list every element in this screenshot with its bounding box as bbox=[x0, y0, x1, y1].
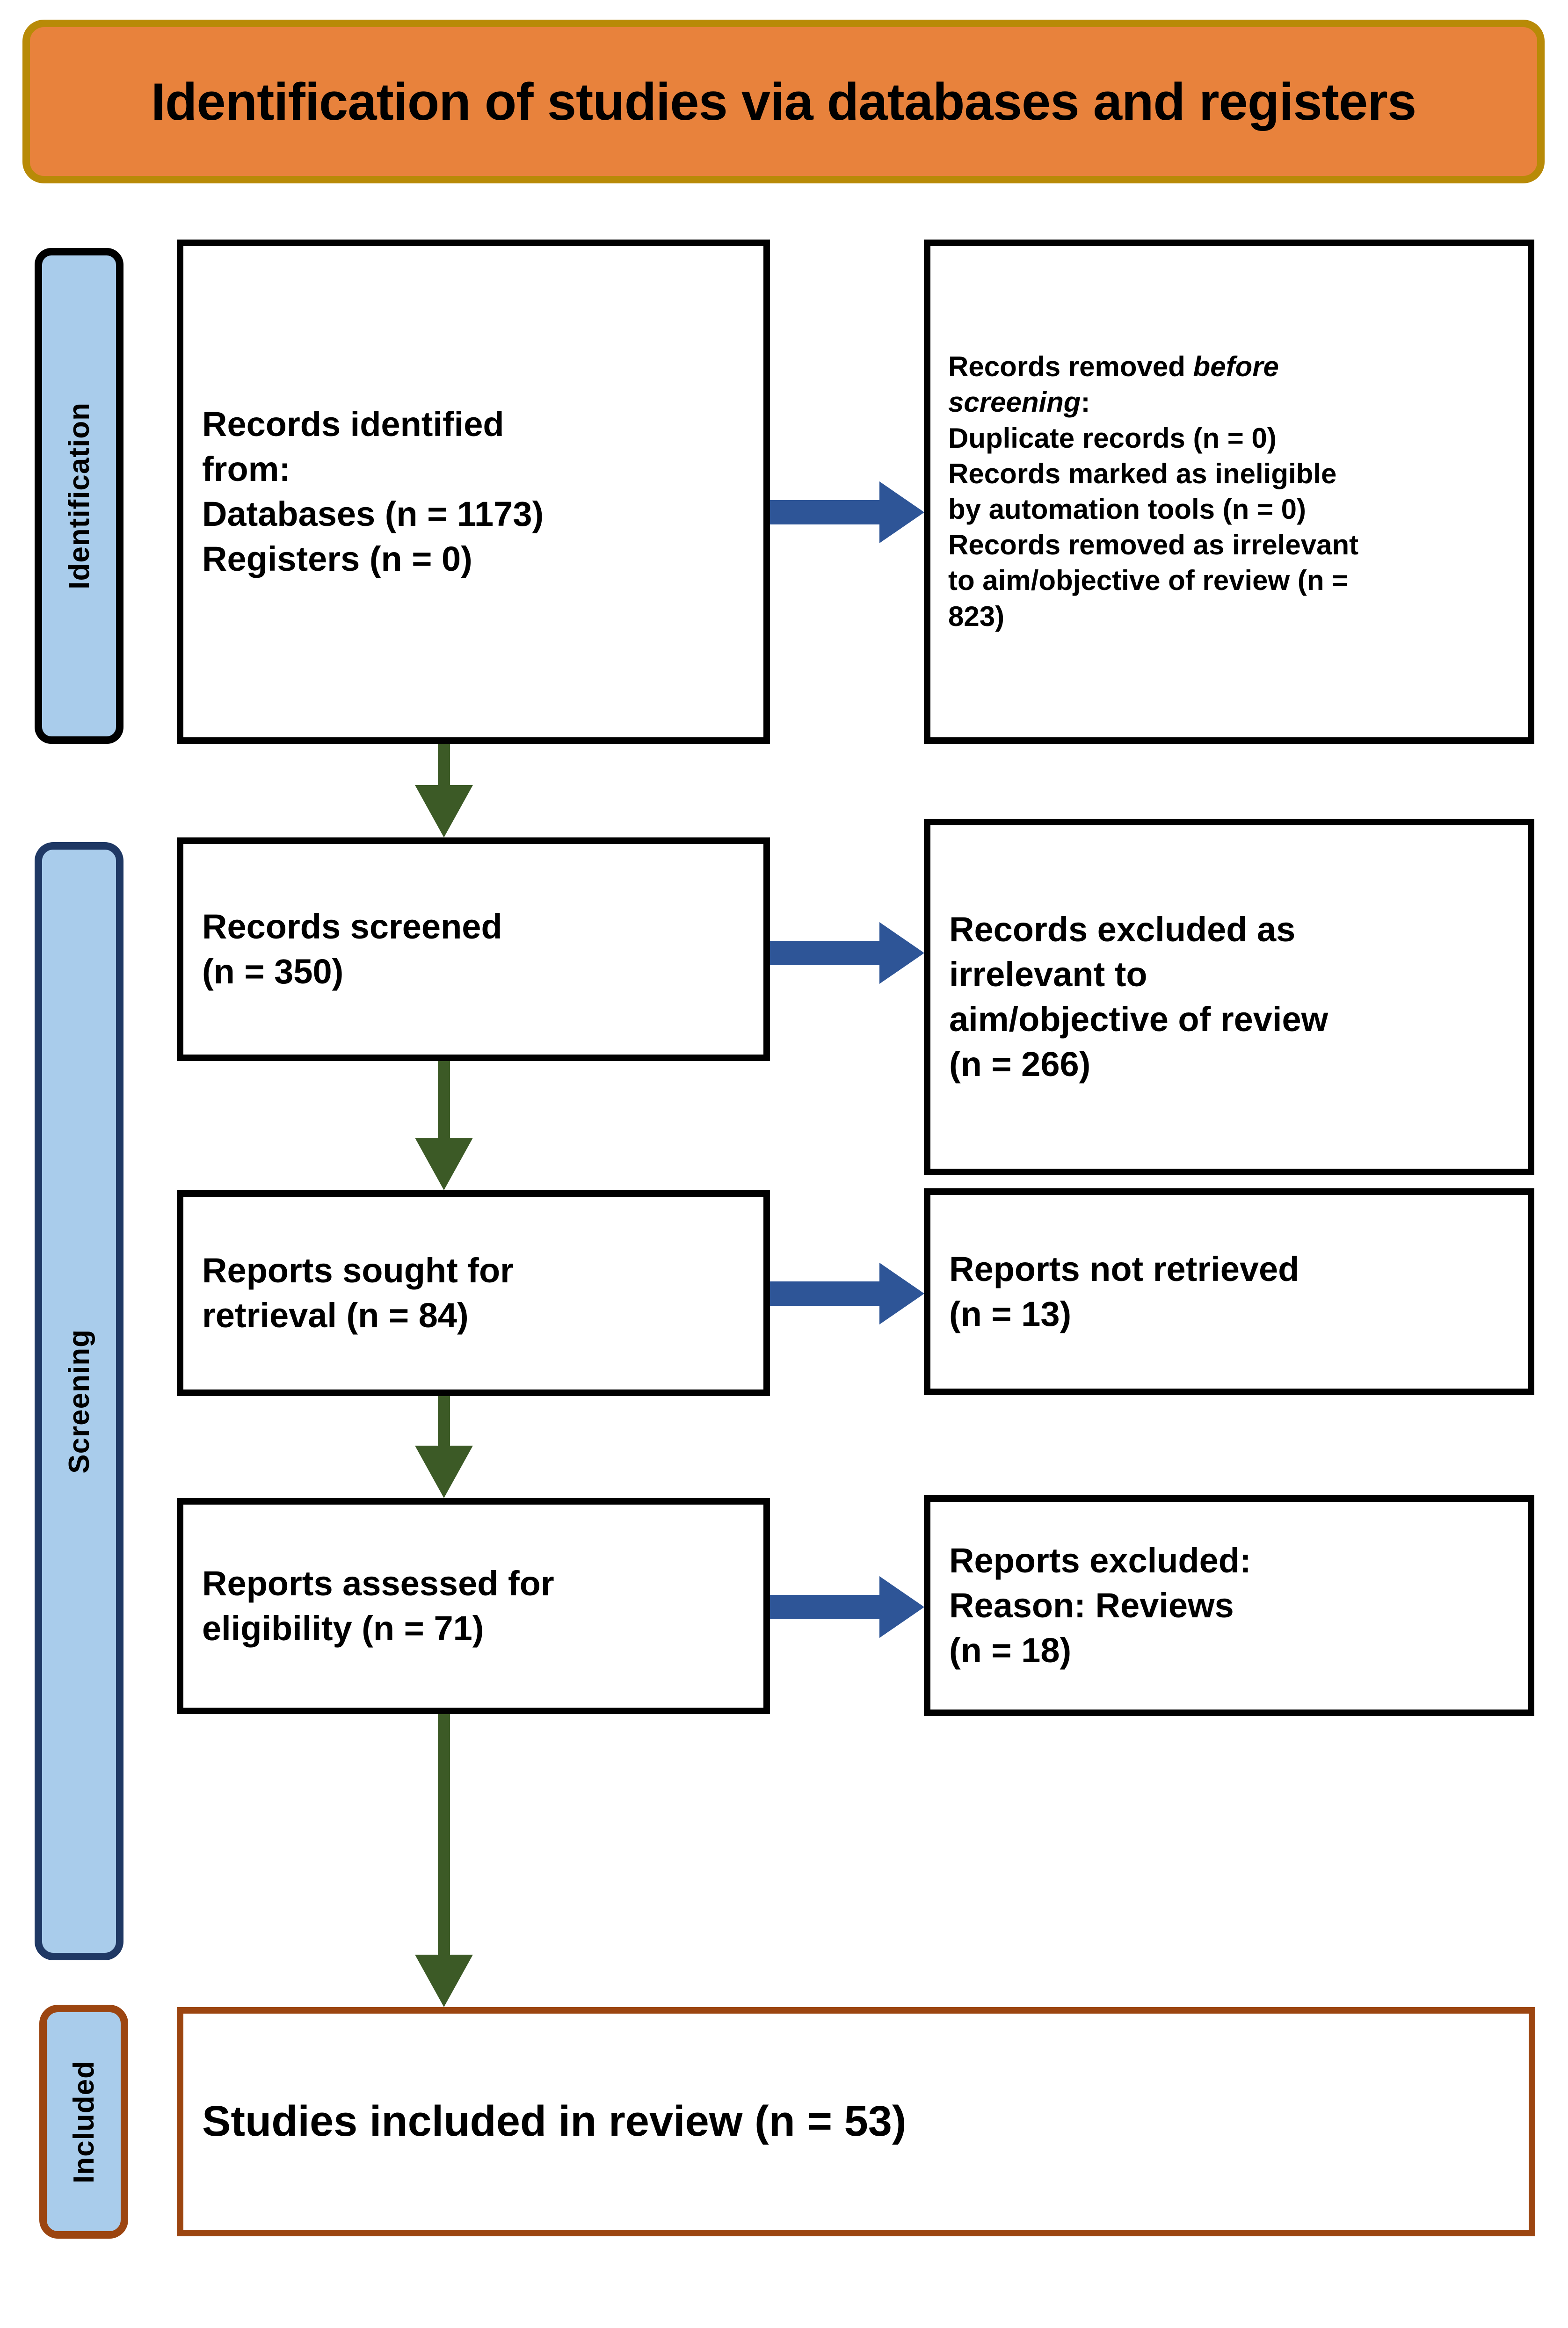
phase-label-screening: Screening bbox=[35, 842, 123, 1960]
box-records-excluded-irrelevant: Records excluded as irrelevant to aim/ob… bbox=[924, 819, 1534, 1175]
box-sought-line2: retrieval (n = 84) bbox=[202, 1296, 469, 1335]
arrow-stem bbox=[438, 1714, 450, 1955]
box-removed-line2: screening: bbox=[948, 385, 1510, 420]
box-excluded-irrel-line4: (n = 266) bbox=[949, 1045, 1091, 1084]
box-assessed-line1: Reports assessed for bbox=[202, 1564, 554, 1603]
arrow-identified-to-removed bbox=[770, 481, 924, 543]
arrow-head-icon bbox=[879, 481, 924, 543]
box-records-identified-line1: Records identified bbox=[202, 404, 504, 444]
arrow-assessed-to-reports-excluded bbox=[770, 1576, 924, 1638]
box-not-retrieved-line1: Reports not retrieved bbox=[949, 1249, 1299, 1288]
box-removed-line4: Records marked as ineligible bbox=[948, 458, 1337, 489]
arrow-head-icon bbox=[879, 922, 924, 984]
box-removed-line2-b: screening bbox=[948, 386, 1081, 418]
box-records-identified-line3: Databases (n = 1173) bbox=[202, 495, 544, 533]
arrow-stem bbox=[438, 1061, 450, 1138]
arrow-stem bbox=[770, 941, 879, 965]
arrow-stem bbox=[770, 1281, 879, 1306]
arrow-assessed-to-included bbox=[414, 1714, 474, 2007]
arrow-stem bbox=[438, 1396, 450, 1446]
box-included-line1: Studies included in review (n = 53) bbox=[202, 2097, 907, 2146]
arrow-screened-to-excluded bbox=[770, 922, 924, 984]
arrow-head-icon bbox=[879, 1576, 924, 1638]
box-not-retrieved-line2: (n = 13) bbox=[949, 1295, 1072, 1333]
arrow-screened-to-sought bbox=[414, 1061, 474, 1190]
arrow-head-icon bbox=[415, 1446, 473, 1498]
phase-label-identification-text: Identification bbox=[63, 402, 95, 589]
box-assessed-line2: eligibility (n = 71) bbox=[202, 1609, 484, 1648]
arrow-sought-to-not-retrieved bbox=[770, 1263, 924, 1324]
box-reports-excl-line2: Reason: Reviews bbox=[949, 1586, 1234, 1625]
arrow-identified-to-screened bbox=[414, 744, 474, 837]
box-excluded-irrel-line1: Records excluded as bbox=[949, 909, 1296, 949]
box-excluded-irrel-line2: irrelevant to bbox=[949, 954, 1147, 994]
box-records-removed-before-screening: Records removed before screening: Duplic… bbox=[924, 240, 1534, 744]
arrow-stem bbox=[770, 500, 879, 524]
arrow-head-icon bbox=[415, 1955, 473, 2007]
box-removed-line7: to aim/objective of review (n = bbox=[948, 565, 1349, 597]
box-removed-line6: Records removed as irrelevant bbox=[948, 529, 1359, 561]
arrow-stem bbox=[770, 1595, 879, 1619]
arrow-head-icon bbox=[415, 1138, 473, 1190]
box-removed-line1-b: before bbox=[1193, 351, 1279, 383]
arrow-stem bbox=[438, 744, 450, 785]
box-studies-included-in-review: Studies included in review (n = 53) bbox=[177, 2007, 1535, 2236]
box-reports-excl-line1: Reports excluded: bbox=[949, 1541, 1251, 1580]
box-records-screened: Records screened (n = 350) bbox=[177, 837, 770, 1061]
box-removed-line5: by automation tools (n = 0) bbox=[948, 494, 1307, 525]
box-reports-sought-for-retrieval: Reports sought for retrieval (n = 84) bbox=[177, 1190, 770, 1396]
box-sought-line1: Reports sought for bbox=[202, 1251, 514, 1290]
arrow-head-icon bbox=[879, 1263, 924, 1324]
phase-label-included-text: Included bbox=[67, 2060, 100, 2183]
arrow-sought-to-assessed bbox=[414, 1396, 474, 1498]
box-reports-excl-line3: (n = 18) bbox=[949, 1631, 1072, 1670]
page-title: Identification of studies via databases … bbox=[151, 72, 1416, 131]
box-removed-line1-a: Records removed bbox=[948, 351, 1193, 383]
box-removed-line8: 823) bbox=[948, 600, 1005, 632]
box-records-identified-line2: from: bbox=[202, 449, 291, 488]
box-excluded-irrel-line3: aim/objective of review bbox=[949, 1000, 1328, 1039]
box-records-identified: Records identified from: Databases (n = … bbox=[177, 240, 770, 744]
box-removed-line3: Duplicate records (n = 0) bbox=[948, 422, 1277, 454]
box-removed-line1: Records removed before bbox=[948, 349, 1510, 385]
phase-label-screening-text: Screening bbox=[63, 1329, 95, 1474]
box-reports-assessed-for-eligibility: Reports assessed for eligibility (n = 71… bbox=[177, 1498, 770, 1714]
phase-label-included: Included bbox=[39, 2005, 128, 2239]
box-records-screened-line2: (n = 350) bbox=[202, 952, 344, 991]
box-records-screened-line1: Records screened bbox=[202, 907, 502, 946]
box-reports-not-retrieved: Reports not retrieved (n = 13) bbox=[924, 1188, 1534, 1395]
phase-label-identification: Identification bbox=[35, 248, 123, 744]
box-records-identified-line4: Registers (n = 0) bbox=[202, 539, 472, 579]
diagram-header-banner: Identification of studies via databases … bbox=[22, 20, 1545, 183]
arrow-head-icon bbox=[415, 785, 473, 837]
box-removed-line2-c: : bbox=[1081, 386, 1090, 418]
box-reports-excluded: Reports excluded: Reason: Reviews (n = 1… bbox=[924, 1495, 1534, 1716]
